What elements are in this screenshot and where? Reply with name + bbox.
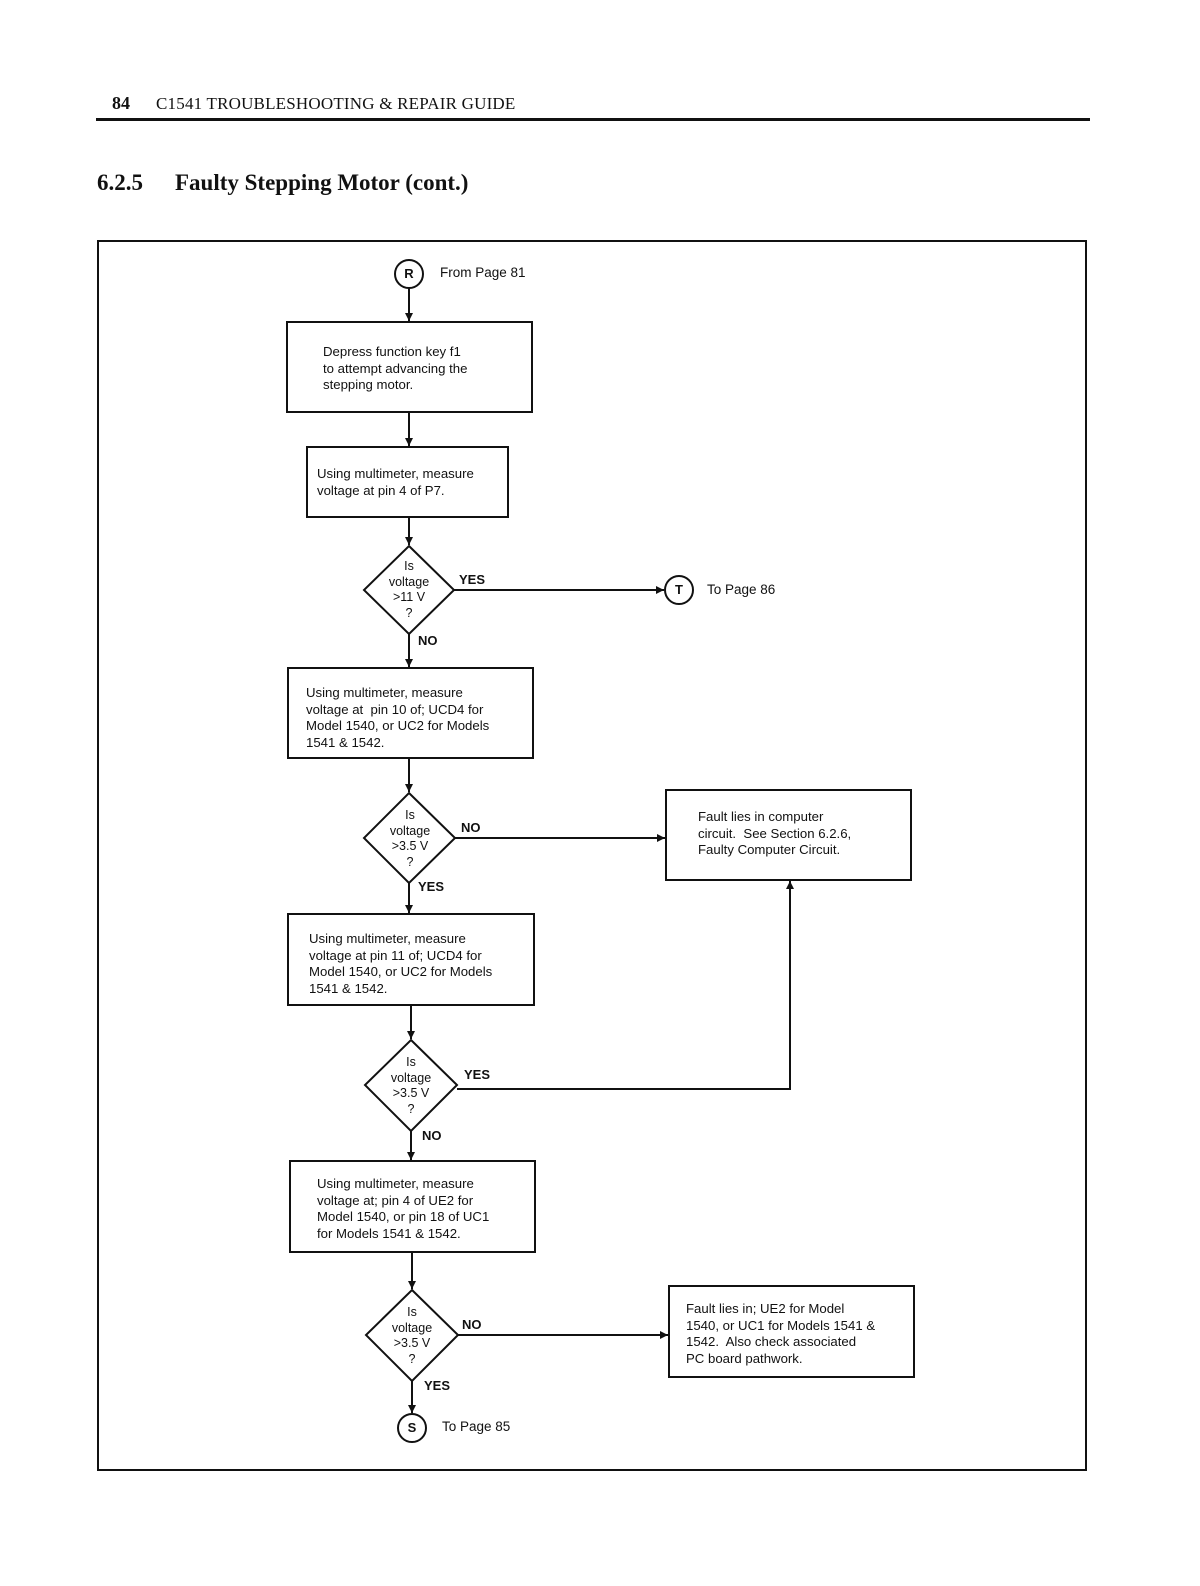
connector-r-letter: R xyxy=(404,266,414,281)
branch-d1-no: NO xyxy=(418,633,438,648)
decision-d1-text: Is voltage >11 V ? xyxy=(388,559,430,620)
branch-d2-yes: YES xyxy=(418,879,445,894)
branch-d3-no: NO xyxy=(422,1128,442,1143)
step-measure-pin11: Using multimeter, measure voltage at pin… xyxy=(287,913,535,1006)
connector-t-label: To Page 86 xyxy=(707,582,776,597)
step-depress-f1: Depress function key f1 to attempt advan… xyxy=(286,321,533,413)
step-measure-pin10: Using multimeter, measure voltage at pin… xyxy=(287,667,534,759)
flowchart-frame xyxy=(97,240,1087,1471)
connector-s-letter: S xyxy=(407,1420,417,1435)
step-measure-ue2: Using multimeter, measure voltage at; pi… xyxy=(289,1160,536,1253)
decision-d2-text: Is voltage >3.5 V ? xyxy=(389,808,431,869)
arrow-d3-yes xyxy=(457,881,794,1090)
outcome-computer-fault: Fault lies in computer circuit. See Sect… xyxy=(665,789,912,881)
branch-d3-yes: YES xyxy=(464,1067,491,1082)
branch-d2-no: NO xyxy=(461,820,481,835)
step-measure-p7: Using multimeter, measure voltage at pin… xyxy=(306,446,509,518)
book-title: C1541 TROUBLESHOOTING & REPAIR GUIDE xyxy=(156,94,516,113)
section-number: 6.2.5 xyxy=(97,170,143,195)
section-heading: 6.2.5 Faulty Stepping Motor (cont.) xyxy=(97,170,468,196)
branch-d4-yes: YES xyxy=(424,1378,451,1393)
connector-s-circle xyxy=(397,1413,427,1443)
connector-t-letter: T xyxy=(675,582,683,597)
decision-d3-text: Is voltage >3.5 V ? xyxy=(390,1055,432,1116)
branch-d4-no: NO xyxy=(462,1317,482,1332)
connector-t-circle xyxy=(664,575,694,605)
page-header: 84 C1541 TROUBLESHOOTING & REPAIR GUIDE xyxy=(96,92,1090,121)
decision-d4-text: Is voltage >3.5 V ? xyxy=(391,1305,433,1366)
branch-d1-yes: YES xyxy=(459,572,486,587)
section-title: Faulty Stepping Motor (cont.) xyxy=(175,170,469,195)
connector-s-label: To Page 85 xyxy=(442,1419,511,1434)
page-number: 84 xyxy=(112,93,130,113)
connector-r-label: From Page 81 xyxy=(440,265,526,280)
outcome-ue2-fault: Fault lies in; UE2 for Model 1540, or UC… xyxy=(668,1285,915,1378)
